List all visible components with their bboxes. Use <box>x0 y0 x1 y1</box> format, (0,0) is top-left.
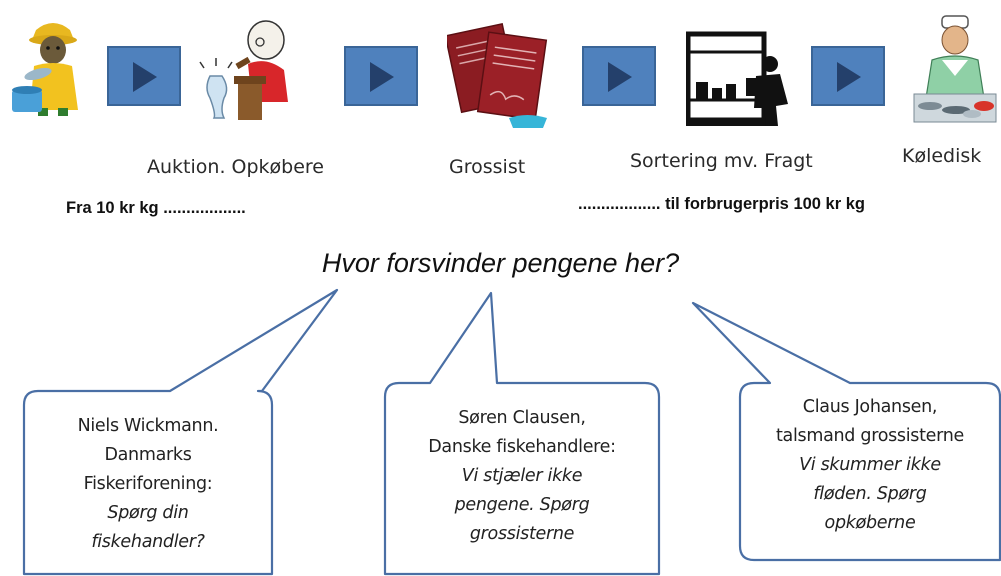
flow-arrow-4 <box>811 46 885 106</box>
bubble-text-middle: Søren Clausen, Danske fiskehandlere: Vi … <box>387 404 657 549</box>
stage-label-koledisk: Køledisk <box>902 145 982 167</box>
speech-bubble-left <box>22 288 339 576</box>
speech-bubble-right <box>691 301 1001 562</box>
flow-arrow-2 <box>344 46 418 106</box>
bubble-right-line2: talsmand grossisterne <box>775 426 964 446</box>
auctioneer-icon <box>199 20 288 120</box>
bubble-text-left: Niels Wickmann. Danmarks Fiskeriforening… <box>26 412 270 557</box>
bubble-text-right: Claus Johansen, talsmand grossisterne Vi… <box>742 393 998 538</box>
bubble-left-line2: Danmarks <box>104 445 192 465</box>
flow-arrow-1 <box>107 46 181 106</box>
bubble-right-line1: Claus Johansen, <box>802 397 938 417</box>
price-to: .................. til forbrugerpris 100… <box>578 195 865 213</box>
fishmonger-icon <box>913 15 997 123</box>
bubble-middle-quote2: pengene. Spørg <box>454 495 590 515</box>
bubble-middle-line1: Søren Clausen, <box>458 408 586 428</box>
bubble-middle-line2: Danske fiskehandlere: <box>428 437 616 457</box>
documents-icon <box>447 22 548 128</box>
bubble-left-line1: Niels Wickmann. <box>77 416 219 436</box>
bubble-middle-quote3: grossisterne <box>469 524 575 544</box>
bubble-right-quote2: fløden. Spørg <box>813 484 927 504</box>
fisherman-icon <box>12 23 78 116</box>
question-heading: Hvor forsvinder pengene her? <box>321 248 680 278</box>
bubble-right-quote3: opkøberne <box>824 513 916 533</box>
truck-loading-icon <box>686 31 788 126</box>
bubble-left-quote2: fiskehandler? <box>91 532 205 552</box>
speech-bubble-middle <box>383 291 661 576</box>
price-from: Fra 10 kr kg .................. <box>66 199 246 217</box>
stage-label-grossist: Grossist <box>449 156 526 178</box>
stage-label-sortering: Sortering mv. Fragt <box>630 150 813 172</box>
bubble-middle-quote1: Vi stjæler ikke <box>461 466 583 486</box>
bubble-right-quote1: Vi skummer ikke <box>799 455 941 475</box>
bubble-left-quote1: Spørg din <box>107 503 189 523</box>
stage-label-auktion: Auktion. Opkøbere <box>147 156 324 178</box>
bubble-left-line3: Fiskeriforening: <box>83 474 213 494</box>
flow-arrow-3 <box>582 46 656 106</box>
